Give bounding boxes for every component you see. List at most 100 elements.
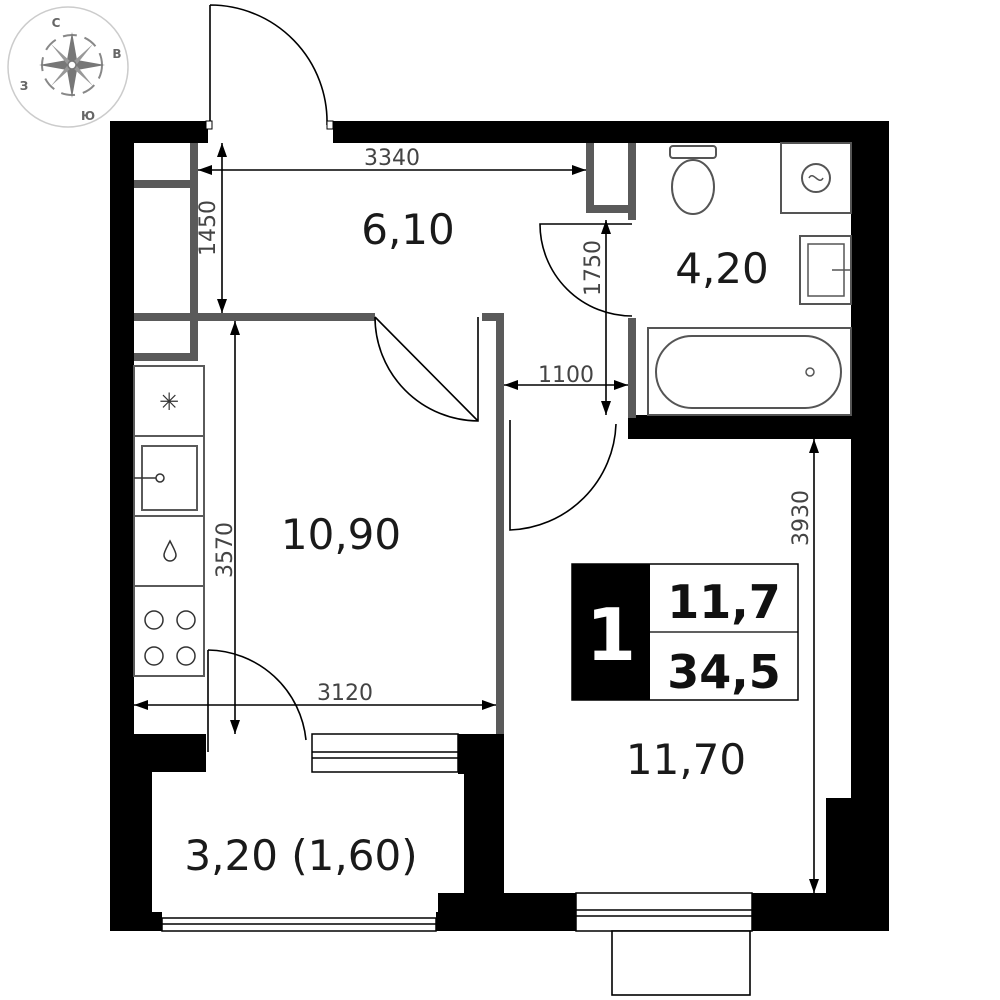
arrow-head <box>614 380 628 390</box>
arrow-head <box>809 879 819 893</box>
dim-kitchen-depth: 3570 <box>213 522 238 578</box>
dim-hall-width: 3340 <box>364 146 420 171</box>
shaft-bottom <box>586 205 628 213</box>
balcony-bottom-left <box>110 912 162 931</box>
top-wall-right <box>333 121 889 143</box>
room-area-hall: 6,10 <box>361 205 455 254</box>
stove-cabinet <box>133 585 205 677</box>
bathroom-door-swing <box>539 223 633 317</box>
kitchen-top-partition-right <box>482 313 504 321</box>
bathtub <box>647 327 852 416</box>
kitchen-fixtures: ✳ <box>133 365 205 677</box>
compass-north-label: С <box>52 16 61 30</box>
arrow-head <box>504 380 518 390</box>
balcony-door-swing <box>207 649 307 752</box>
dimension-lines <box>134 143 819 893</box>
bath-bottom-wall <box>628 415 852 439</box>
dim-bath-depth: 1750 <box>581 240 606 296</box>
left-wall-upper <box>110 121 134 771</box>
room-area-kitchen: 10,90 <box>281 510 401 559</box>
sink-cabinet <box>133 435 205 517</box>
closet-shelf <box>134 180 192 188</box>
badge-living-area: 11,7 <box>667 575 781 629</box>
arrow-head <box>230 321 240 335</box>
exterior-walls <box>110 121 889 931</box>
compass-rose: С В Ю З <box>7 6 129 128</box>
right-wall <box>851 121 889 931</box>
bedroom-door-swing <box>509 420 617 531</box>
dim-bedroom-depth: 3930 <box>789 490 814 546</box>
entrance-door-swing <box>209 4 328 126</box>
entrance-door-jamb <box>205 120 213 130</box>
kitchen-bottom-wall <box>110 734 206 772</box>
badge-rooms-box <box>572 564 650 700</box>
arrow-head <box>482 700 496 710</box>
bedroom-bottom-wall-left <box>438 893 576 931</box>
bathtub-drain-icon <box>805 367 815 377</box>
entrance-door-jamb <box>326 120 334 130</box>
kitchen-tap-icon <box>155 473 165 483</box>
partitions <box>134 143 636 734</box>
arrow-head <box>230 720 240 734</box>
bathroom-fixtures <box>647 142 852 416</box>
compass-north-point <box>67 32 77 65</box>
badge-rooms-count: 1 <box>586 593 636 677</box>
compass-diag-point <box>51 65 72 86</box>
arrow-head <box>809 439 819 453</box>
closet-bottom <box>134 353 194 361</box>
compass-south-point <box>67 65 77 98</box>
arrow-head <box>217 143 227 157</box>
kitchen-bedroom-partition <box>496 313 504 734</box>
arrow-head <box>198 165 212 175</box>
arrow-head <box>134 700 148 710</box>
bedroom-window <box>575 892 753 932</box>
arrow-head <box>601 401 611 415</box>
compass-south-label: Ю <box>81 109 95 123</box>
apartment-summary-badge: 1 11,7 34,5 <box>571 563 799 701</box>
compass-west-label: З <box>20 79 29 93</box>
arrow-head <box>601 220 611 234</box>
balcony-left-wall <box>110 770 152 931</box>
arrow-head <box>572 165 586 175</box>
snowflake-icon: ✳ <box>159 388 179 416</box>
stove-burner-icon <box>144 646 164 666</box>
compass-west-point <box>39 60 72 70</box>
stove-burner-icon <box>144 610 164 630</box>
toilet-icon <box>671 159 715 215</box>
bath-left-partition <box>628 318 636 418</box>
kitchen-top-partition-left <box>134 313 375 321</box>
compass-diag-point <box>72 65 93 86</box>
compass-diag-point <box>51 44 72 65</box>
closet-partition <box>190 143 198 361</box>
room-area-bedroom: 11,70 <box>626 735 746 784</box>
badge-total-area: 34,5 <box>667 645 781 699</box>
balcony-door-pier <box>458 734 504 774</box>
dishwasher-cabinet <box>133 515 205 587</box>
compass-east-label: В <box>112 47 121 61</box>
dim-kitchen-width: 3120 <box>317 681 373 706</box>
balcony-right-wall <box>464 772 504 894</box>
room-area-balcony: 3,20 (1,60) <box>184 831 417 880</box>
kitchen-door-swing <box>374 316 479 422</box>
shaft-left <box>586 143 594 213</box>
compass-east-point <box>72 60 105 70</box>
shaft-right <box>628 143 636 220</box>
compass-center <box>67 60 77 70</box>
room-area-bathroom: 4,20 <box>675 244 769 293</box>
stove-burner-icon <box>176 610 196 630</box>
toilet-tank <box>669 145 717 159</box>
french-balcony <box>611 930 751 996</box>
dim-corridor-width: 1100 <box>538 363 594 388</box>
washing-machine-wave <box>808 175 824 181</box>
top-wall-left <box>110 121 208 143</box>
kitchen-window <box>311 733 459 773</box>
dim-hall-depth: 1450 <box>196 200 221 256</box>
stove-burner-icon <box>176 646 196 666</box>
windows <box>161 733 753 996</box>
doors <box>205 4 633 752</box>
compass-diag-point <box>72 44 93 65</box>
washing-machine-drum-icon <box>801 163 831 193</box>
right-wall-column <box>826 798 851 893</box>
water-drop-icon <box>163 539 177 562</box>
